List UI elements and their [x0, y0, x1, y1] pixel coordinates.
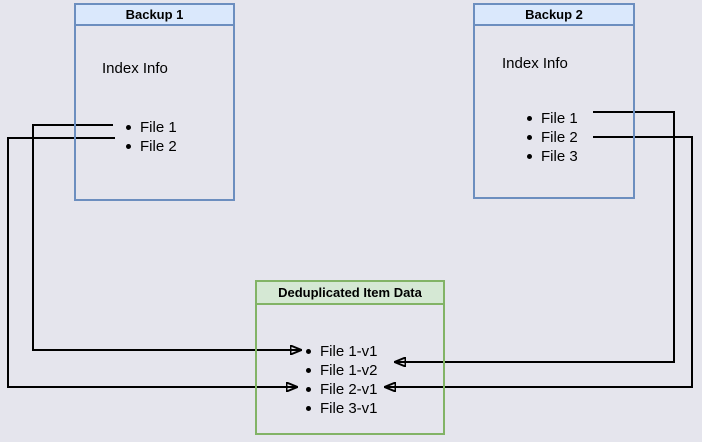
list-item-label: File 1 [140, 119, 177, 136]
backup2-title: Backup 2 [525, 7, 583, 22]
backup1-file-list: File 1 File 2 [76, 118, 233, 156]
dedup-item-list: File 1-v1 File 1-v2 File 2-v1 File 3-v1 [257, 342, 443, 418]
backup1-index-info-label: Index Info [102, 60, 168, 77]
bullet-icon [126, 144, 131, 149]
bullet-icon [306, 368, 311, 373]
deduplicated-item-data-box: Deduplicated Item Data File 1-v1 File 1-… [255, 280, 445, 435]
list-item: File 3 [475, 147, 633, 166]
list-item: File 1-v1 [257, 342, 443, 361]
list-item: File 2 [76, 137, 233, 156]
backup1-box: Backup 1 Index Info File 1 File 2 [74, 3, 235, 201]
bullet-icon [306, 387, 311, 392]
dedup-header: Deduplicated Item Data [257, 282, 443, 305]
list-item-label: File 3 [541, 148, 578, 165]
list-item: File 2-v1 [257, 380, 443, 399]
list-item-label: File 1 [541, 110, 578, 127]
list-item-label: File 1-v2 [320, 362, 378, 379]
bullet-icon [527, 135, 532, 140]
bullet-icon [527, 154, 532, 159]
list-item-label: File 3-v1 [320, 400, 378, 417]
list-item-label: File 2 [140, 138, 177, 155]
list-item-label: File 1-v1 [320, 343, 378, 360]
list-item: File 1 [76, 118, 233, 137]
backup2-file-list: File 1 File 2 File 3 [475, 109, 633, 166]
backup2-header: Backup 2 [475, 5, 633, 26]
backup2-index-info-label: Index Info [502, 55, 568, 72]
bullet-icon [126, 125, 131, 130]
bullet-icon [306, 406, 311, 411]
list-item: File 1-v2 [257, 361, 443, 380]
backup1-title: Backup 1 [125, 7, 184, 22]
backup2-box: Backup 2 Index Info File 1 File 2 File 3 [473, 3, 635, 199]
list-item: File 1 [475, 109, 633, 128]
list-item-label: File 2-v1 [320, 381, 378, 398]
list-item-label: File 2 [541, 129, 578, 146]
bullet-icon [527, 116, 532, 121]
list-item: File 3-v1 [257, 399, 443, 418]
list-item: File 2 [475, 128, 633, 147]
bullet-icon [306, 349, 311, 354]
backup1-header: Backup 1 [76, 5, 233, 26]
dedup-title: Deduplicated Item Data [278, 285, 422, 300]
